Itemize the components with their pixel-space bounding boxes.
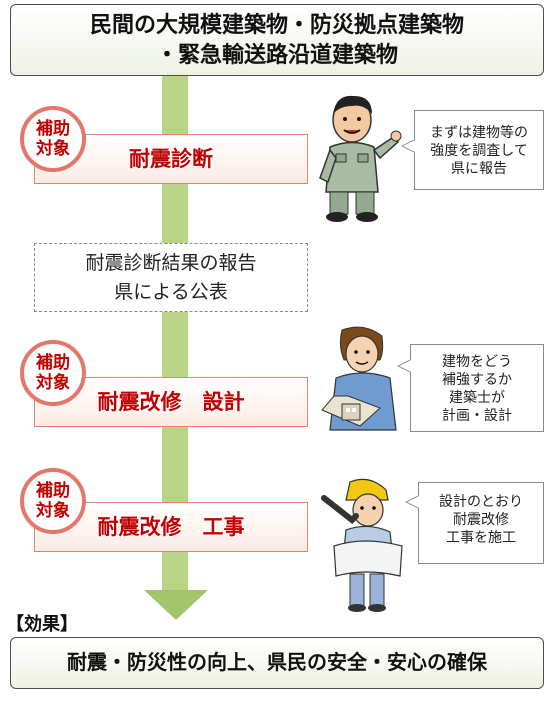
construction-worker-illustration: [321, 478, 403, 612]
report-line-1: 耐震診断結果の報告: [85, 252, 257, 274]
bubble-line: 県に報告: [451, 161, 507, 177]
step-label: 耐震改修 設計: [97, 390, 245, 414]
subsidy-badge: 補助 対象: [20, 468, 86, 534]
bubble-line: 設計のとおり: [439, 494, 523, 510]
flow-arrow-head: [144, 590, 208, 620]
effect-label: 【効果】: [6, 614, 78, 635]
step-retrofit-design: 耐震改修 設計: [34, 377, 308, 427]
title-line-2: ・緊急輸送路沿道建築物: [155, 43, 398, 68]
badge-line-1: 補助: [36, 119, 70, 139]
effect-box: 耐震・防災性の向上、県民の安全・安心の確保: [10, 637, 544, 689]
step-retrofit-construction: 耐震改修 工事: [34, 502, 308, 552]
badge-line-1: 補助: [36, 353, 70, 373]
subsidy-badge: 補助 対象: [20, 340, 86, 406]
effect-text: 耐震・防災性の向上、県民の安全・安心の確保: [67, 650, 487, 674]
bubble-line: 建築士が: [449, 390, 505, 406]
bubble-line: まずは建物等の: [430, 125, 528, 141]
bubble-line: 強度を調査して: [430, 143, 528, 159]
bubble-line: 建物をどう: [442, 354, 512, 370]
speech-bubble-diagnosis: まずは建物等の 強度を調査して 県に報告: [401, 110, 544, 190]
badge-line-2: 対象: [36, 373, 70, 393]
architect-illustration: [321, 326, 397, 431]
title-line-1: 民間の大規模建築物・防災拠点建築物: [89, 13, 464, 38]
bubble-line: 補強するか: [442, 372, 512, 388]
badge-line-2: 対象: [36, 501, 70, 521]
bubble-line: 計画・設計: [442, 408, 512, 424]
report-box: 耐震診断結果の報告 県による公表: [34, 243, 308, 312]
subsidy-badge: 補助 対象: [20, 106, 86, 172]
badge-line-1: 補助: [36, 481, 70, 501]
title-box: 民間の大規模建築物・防災拠点建築物 ・緊急輸送路沿道建築物: [10, 4, 544, 76]
report-line-2: 県による公表: [114, 281, 228, 303]
step-label: 耐震診断: [129, 147, 213, 171]
bubble-line: 耐震改修: [453, 512, 509, 528]
step-label: 耐震改修 工事: [97, 515, 245, 539]
speech-bubble-construction: 設計のとおり 耐震改修 工事を施工: [405, 482, 544, 564]
inspector-illustration: [319, 95, 402, 222]
speech-bubble-design: 建物をどう 補強するか 建築士が 計画・設計: [397, 344, 544, 432]
bubble-line: 工事を施工: [446, 530, 516, 546]
badge-line-2: 対象: [36, 139, 70, 159]
